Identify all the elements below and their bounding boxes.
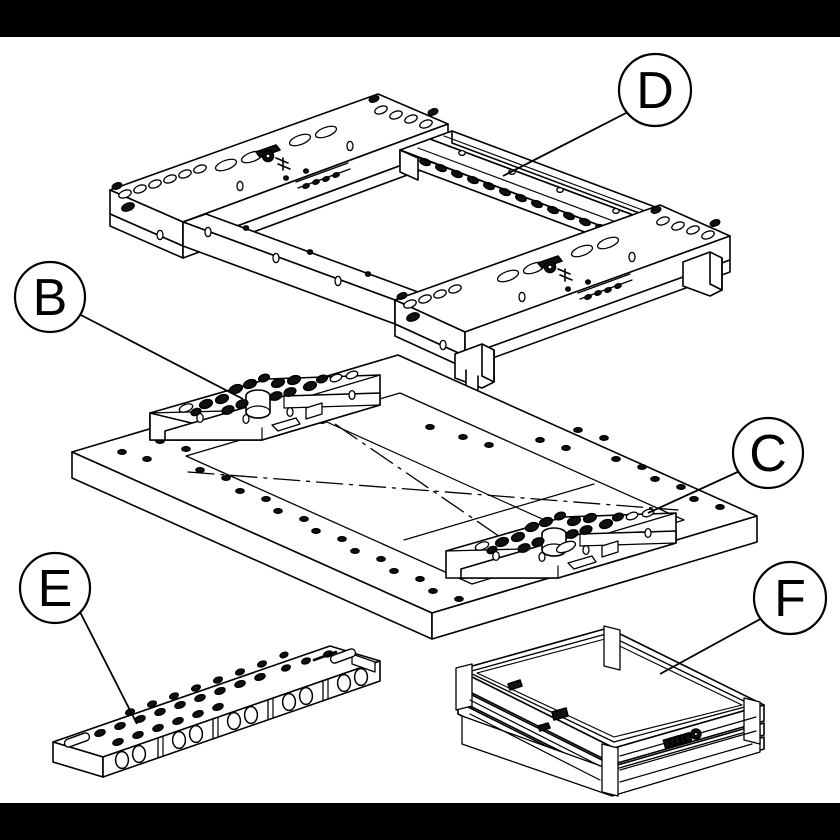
part-D-upper-rail-frame-assembly[interactable] [109,93,731,393]
leader-line-C [647,469,743,514]
part-E-manifold-rail-bar[interactable] [52,645,381,778]
part-F-tray-cassette-stack[interactable] [455,625,765,797]
balloon-label-D: D [636,62,674,120]
leader-line-F [659,616,765,675]
balloon-label-E: E [38,560,73,618]
part-B-left-clamp-block-assembly[interactable] [149,370,381,441]
balloon-circle-D [617,52,693,128]
leader-line-D [502,111,629,177]
balloon-circle-B [13,260,87,334]
letterbox-bar-top [0,0,840,37]
balloon-label-C: C [749,425,787,483]
balloon-circle-F [752,560,828,636]
balloon-label-B: B [33,269,68,327]
callout-F[interactable]: F [659,560,828,675]
B-plunger [245,389,271,419]
callout-layer: D B C E F [13,52,828,725]
callout-B[interactable]: B [13,260,244,400]
balloon-circle-C [731,416,805,490]
leader-line-B [76,312,244,400]
B-fasteners [190,373,329,417]
D-front-fitting-detail [537,255,573,282]
F-brand-logo [662,728,702,749]
callout-D[interactable]: D [502,52,693,177]
balloon-label-F: F [774,570,806,628]
right-clamp-block-assembly[interactable] [445,508,677,579]
callout-E[interactable]: E [18,551,138,725]
letterbox-bar-bottom [0,803,840,840]
leader-line-E [77,607,138,725]
callout-C[interactable]: C [647,416,805,514]
balloon-circle-E [18,551,92,625]
D-rear-fitting-detail [255,144,291,171]
